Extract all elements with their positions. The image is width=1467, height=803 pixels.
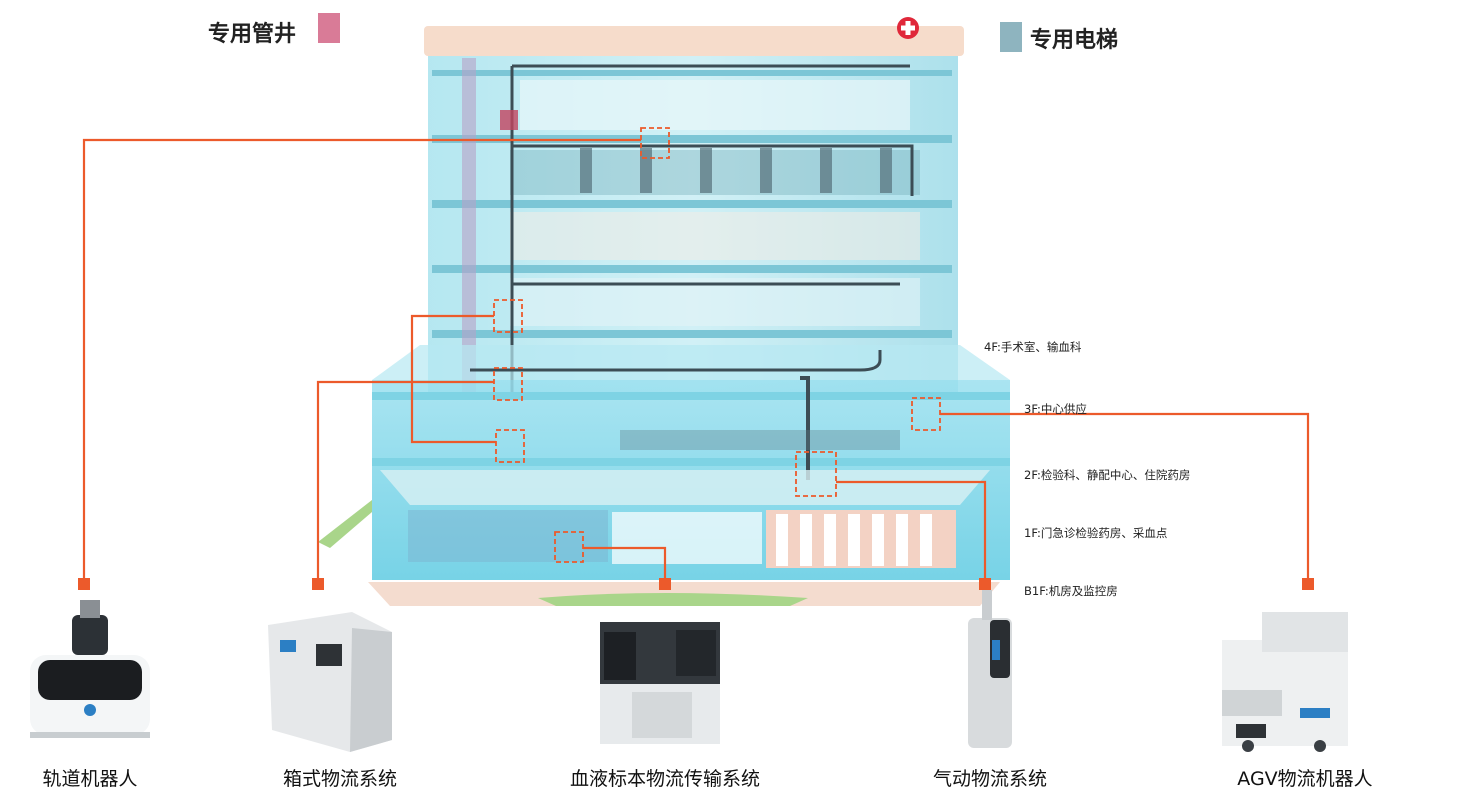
floor-label-1f: 1F:门急诊检验药房、采血点 (1024, 526, 1168, 540)
floor-label-3f: 3F:中心供应 (1024, 402, 1087, 416)
device-label-rail-robot: 轨道机器人 (42, 768, 138, 790)
building-podium (318, 345, 1010, 606)
connector-lines (82, 138, 1310, 582)
floor-label-4f: 4F:手术室、输血科 (984, 340, 1082, 354)
legend-elevator-label: 专用电梯 (1030, 28, 1119, 53)
legend-elevator-swatch (1000, 22, 1022, 52)
device-label-blood-sample: 血液标本物流传输系统 (569, 768, 760, 790)
legend-shaft-label: 专用管井 (208, 22, 297, 47)
device-label-agv-robot: AGV物流机器人 (1237, 768, 1373, 790)
connector-endpoints (78, 578, 1314, 590)
rail-robot-image (30, 600, 150, 738)
floor-label-b1f: B1F:机房及监控房 (1024, 584, 1118, 598)
hospital-cross-icon (897, 17, 919, 39)
device-label-pneumatic: 气动物流系统 (932, 768, 1047, 790)
blood-sample-image (600, 622, 720, 744)
legend-shaft-swatch (318, 13, 340, 43)
building-tower (424, 26, 964, 400)
agv-robot-image (1222, 612, 1348, 752)
box-logistics-image (268, 612, 392, 752)
device-label-box-logistics: 箱式物流系统 (282, 768, 397, 790)
pneumatic-image (968, 590, 1012, 748)
floor-label-2f: 2F:检验科、静配中心、住院药房 (1024, 468, 1191, 482)
